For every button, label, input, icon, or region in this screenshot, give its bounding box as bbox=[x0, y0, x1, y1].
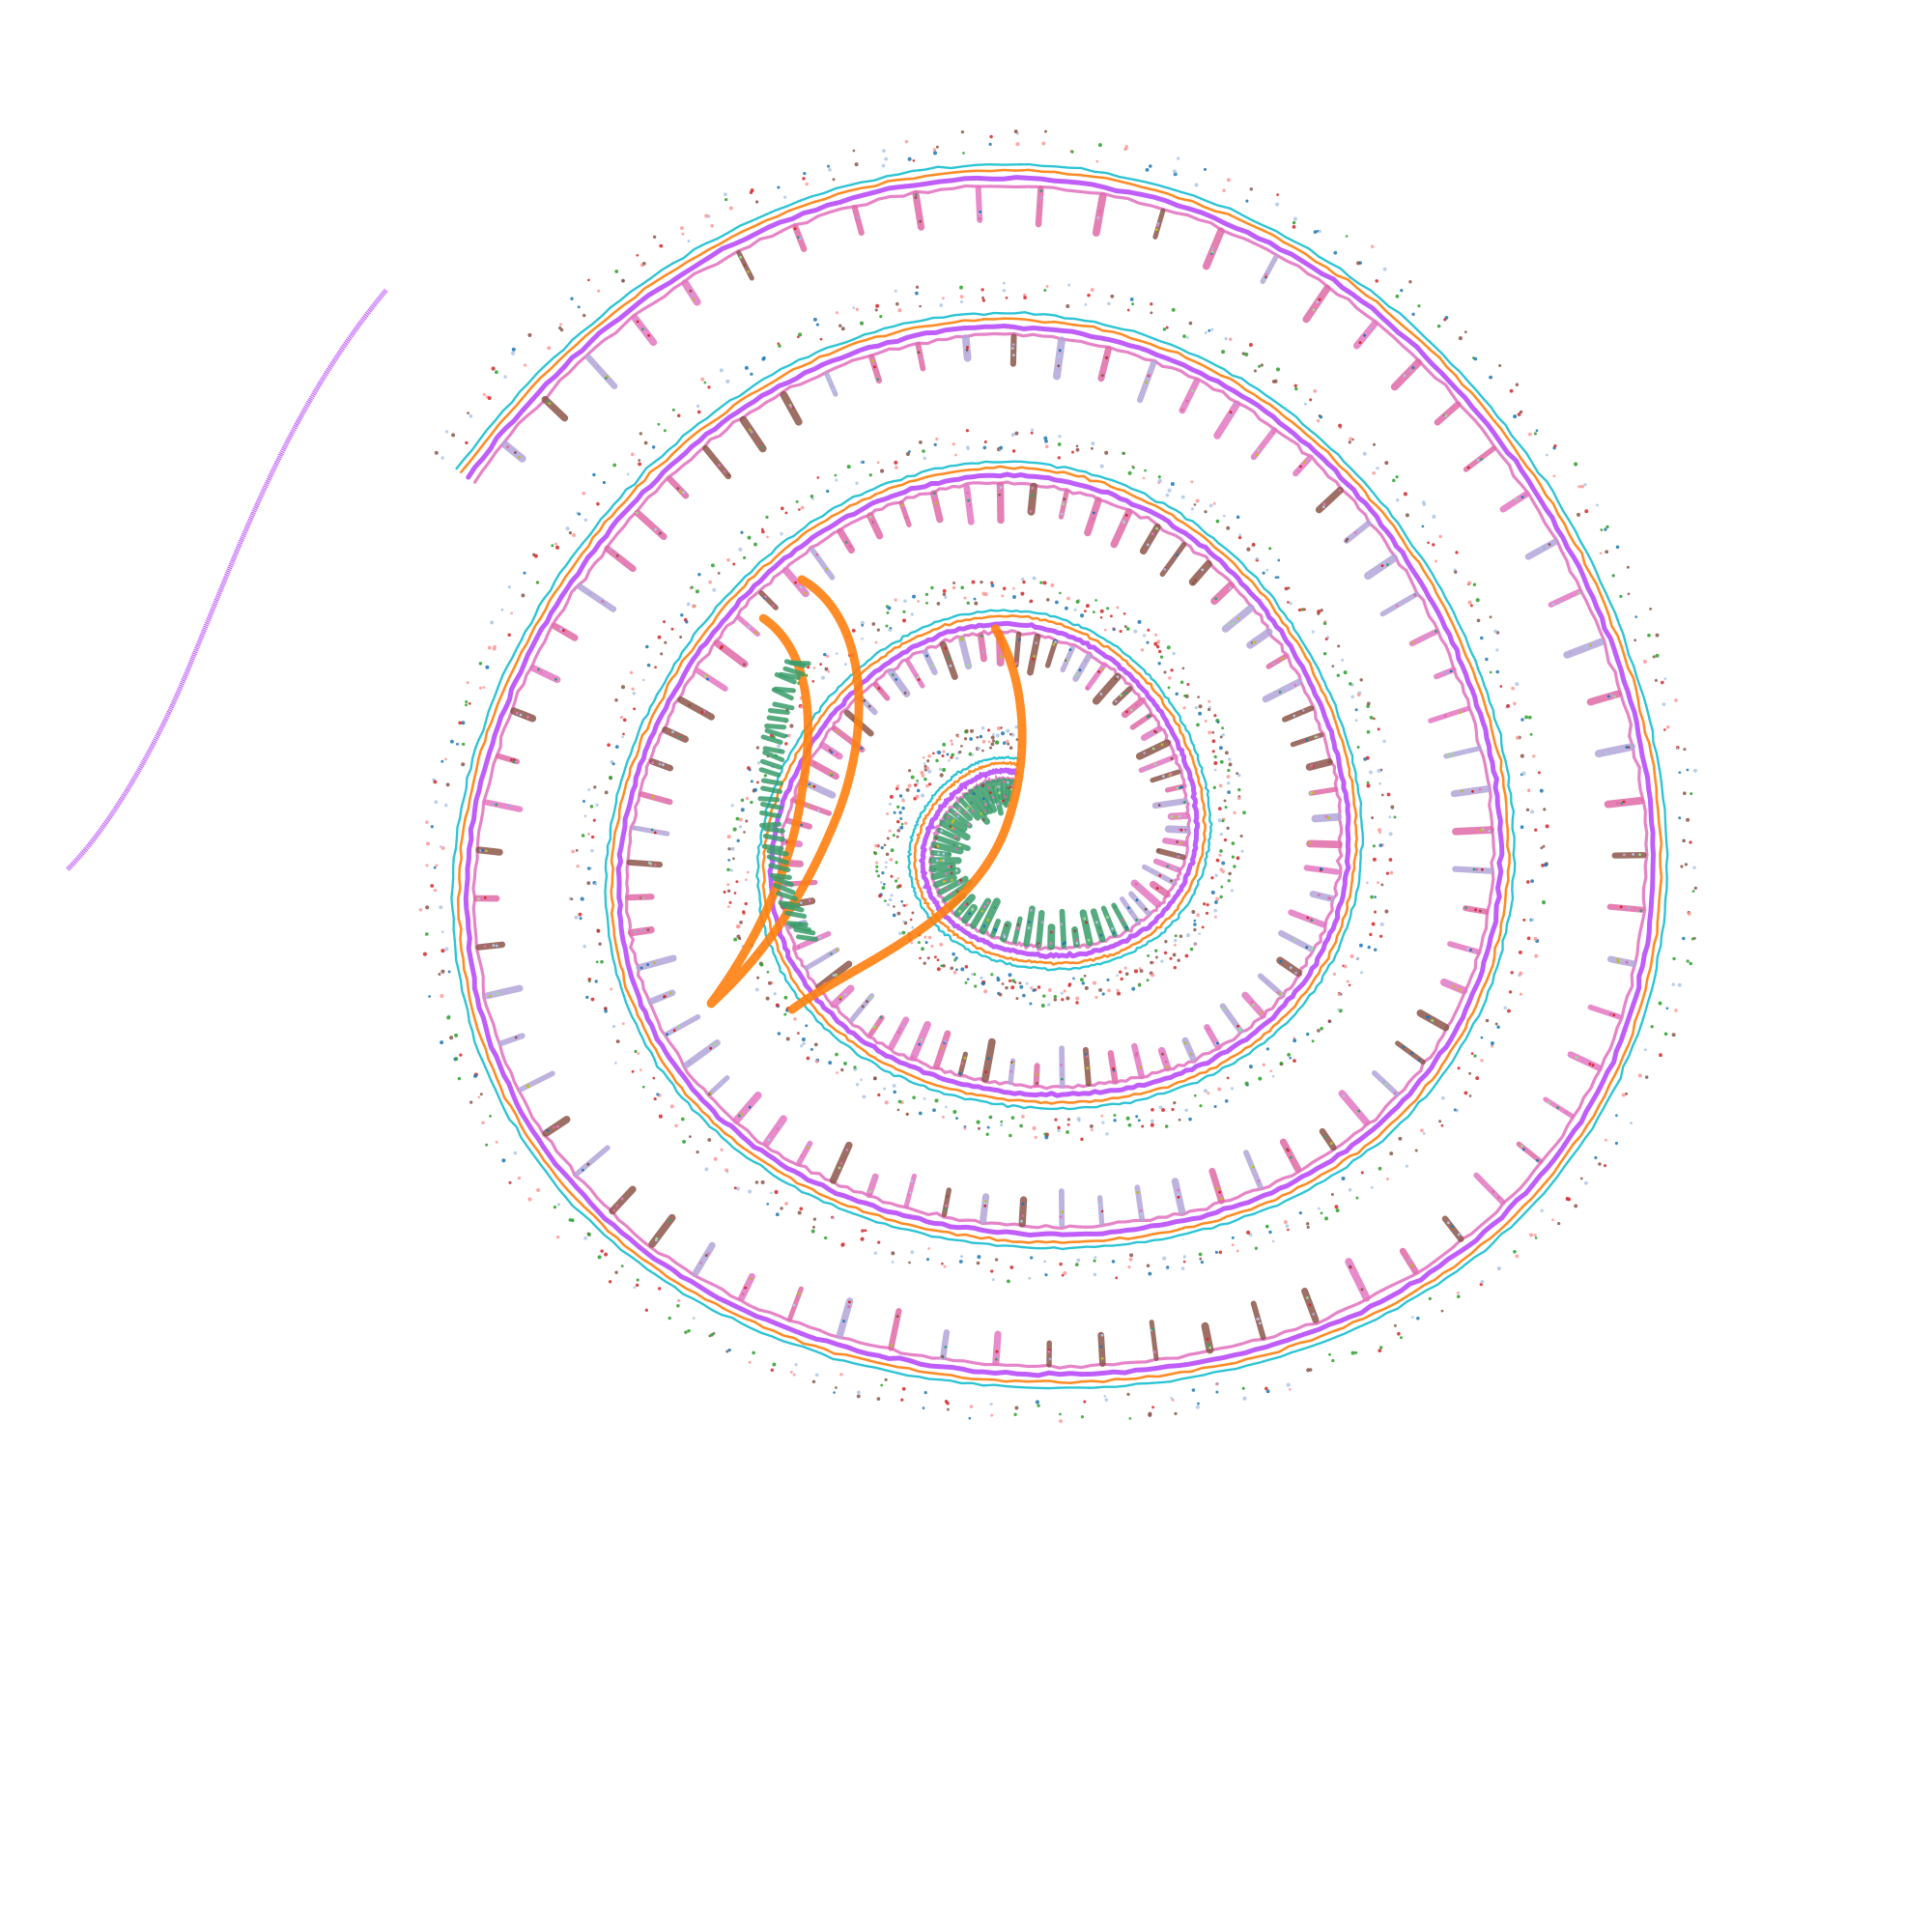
tissue-layer-band bbox=[471, 184, 1649, 1370]
tissue-layer-band bbox=[450, 162, 1669, 1390]
tissue-layer-band bbox=[456, 168, 1663, 1385]
central-crescent-fold bbox=[706, 575, 1027, 1014]
tissue-spiral bbox=[66, 129, 1697, 1424]
tissue-layer-band bbox=[463, 175, 1657, 1378]
inner-cell-scatter bbox=[418, 129, 1697, 1424]
villi-projections bbox=[472, 185, 1647, 1368]
outer-tail-segment bbox=[66, 288, 388, 871]
